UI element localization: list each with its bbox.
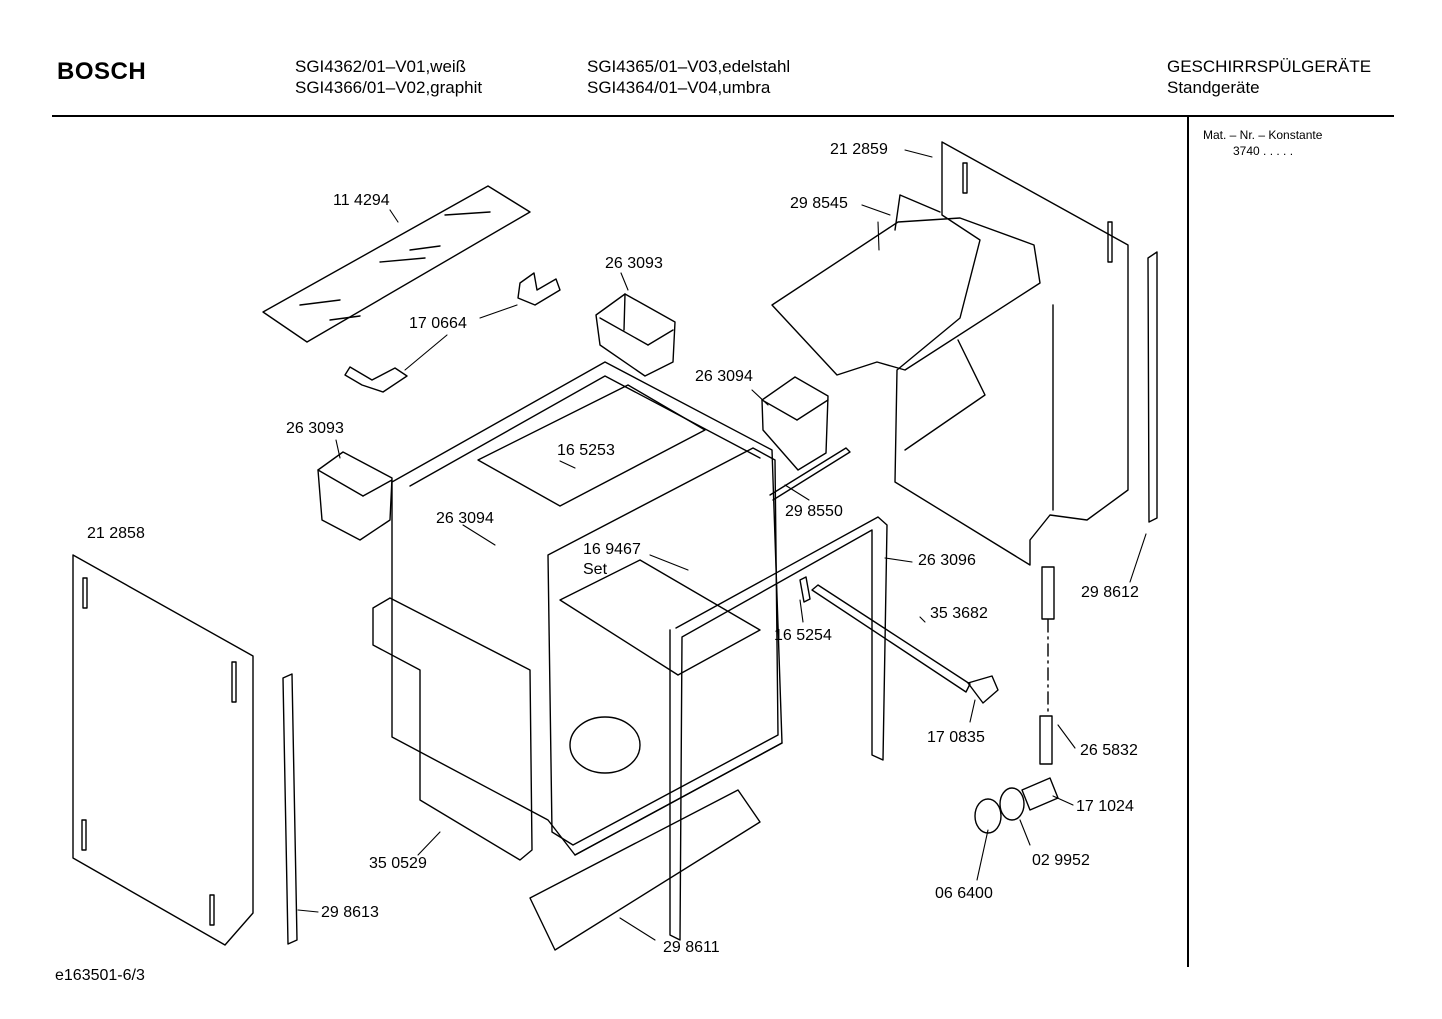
category-title: GESCHIRRSPÜLGERÄTE [1167,57,1372,76]
part-gasket [670,517,887,940]
part-block-right [762,377,828,470]
part-top-plate [772,195,1040,375]
header-divider [52,115,1394,117]
part-label-29-8612: 29 8612 [1081,584,1139,601]
sidebar-divider [1187,117,1189,967]
part-side-panel-left [73,555,253,945]
part-label-35-0529: 35 0529 [369,855,427,872]
part-label-set: Set [583,561,608,578]
drawing-code: e163501-6/3 [55,967,145,984]
mat-nr-value: 3740 . . . . . [1233,144,1294,158]
model-line-1: SGI4362/01–V01,weiß [295,57,467,76]
part-bracket-pair [345,273,560,392]
part-label-26-3094-right: 26 3094 [695,368,753,385]
part-label-26-3093-top: 26 3093 [605,255,663,272]
part-label-11-4294: 11 4294 [333,192,390,209]
part-label-29-8613: 29 8613 [321,904,379,921]
part-tub [392,362,782,855]
part-strip-right [1148,252,1157,522]
part-fittings [975,778,1058,833]
part-spray-tube [812,585,998,703]
part-drain-hose [1040,567,1054,764]
part-label-26-5832: 26 5832 [1080,742,1138,759]
part-label-35-3682: 35 3682 [930,605,988,622]
model-line-4: SGI4364/01–V04,umbra [587,78,771,97]
part-label-17-1024: 17 1024 [1076,798,1134,815]
model-line-2: SGI4366/01–V02,graphit [295,78,483,97]
part-clip-left [318,452,392,540]
part-label-02-9952: 02 9952 [1032,852,1090,869]
part-label-26-3093-left: 26 3093 [286,420,344,437]
part-rod [770,448,850,500]
model-line-3: SGI4365/01–V03,edelstahl [587,57,791,76]
part-side-panel-right [895,142,1128,565]
part-label-21-2858: 21 2858 [87,525,145,542]
part-label-17-0664: 17 0664 [409,315,467,332]
part-label-26-3096: 26 3096 [918,552,976,569]
category-subtitle: Standgeräte [1167,78,1260,97]
leader-lines [298,150,1146,940]
part-label-29-8611: 29 8611 [663,939,720,956]
part-insulation-mat [263,186,530,342]
part-label-29-8545: 29 8545 [790,195,848,212]
part-label-29-8550: 29 8550 [785,503,843,520]
part-label-16-5254: 16 5254 [774,627,832,644]
part-label-21-2859: 21 2859 [830,141,888,158]
part-label-16-5253: 16 5253 [557,442,615,459]
part-clip-upper [596,294,675,376]
part-plinth [530,790,760,950]
brand-logo: BOSCH [57,58,147,85]
mat-nr-label: Mat. – Nr. – Konstante [1203,128,1323,142]
part-label-17-0835: 17 0835 [927,729,985,746]
part-label-06-6400: 06 6400 [935,885,993,902]
part-small-clip [800,577,810,602]
part-strip-left [283,674,297,944]
part-door-seal [548,448,778,845]
part-front-panel [373,598,532,860]
part-label-16-9467: 16 9467 [583,541,641,558]
part-label-26-3094-left: 26 3094 [436,510,494,527]
